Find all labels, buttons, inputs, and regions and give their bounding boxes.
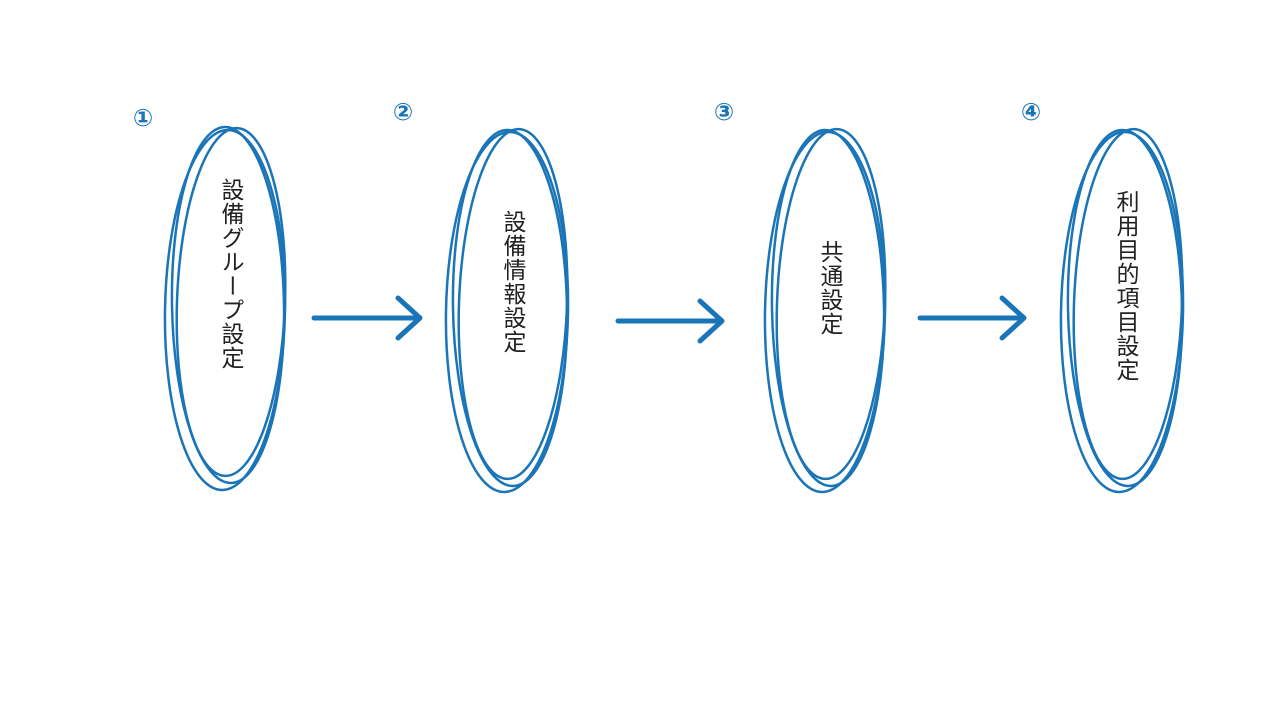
step-number-4: ④: [1020, 98, 1042, 126]
arrow-right-icon: [917, 295, 1027, 341]
step-4-ellipse: [1059, 127, 1185, 494]
step-number-2: ②: [392, 98, 414, 126]
step-2-ellipse: [444, 127, 570, 494]
step-label-device-info-settings: 設備情報設定: [499, 210, 525, 354]
step-number-1: ①: [132, 104, 154, 132]
step-number-3: ③: [713, 98, 735, 126]
arrow-right-icon: [311, 295, 423, 341]
step-3-ellipse: [763, 127, 887, 494]
arrow-right-icon: [615, 298, 725, 344]
step-label-common-settings: 共通設定: [816, 240, 842, 336]
step-1-ellipse: [163, 125, 287, 492]
step-label-purpose-item-settings: 利用目的項目設定: [1112, 190, 1138, 382]
step-label-device-group-settings: 設備グループ設定: [217, 178, 243, 370]
